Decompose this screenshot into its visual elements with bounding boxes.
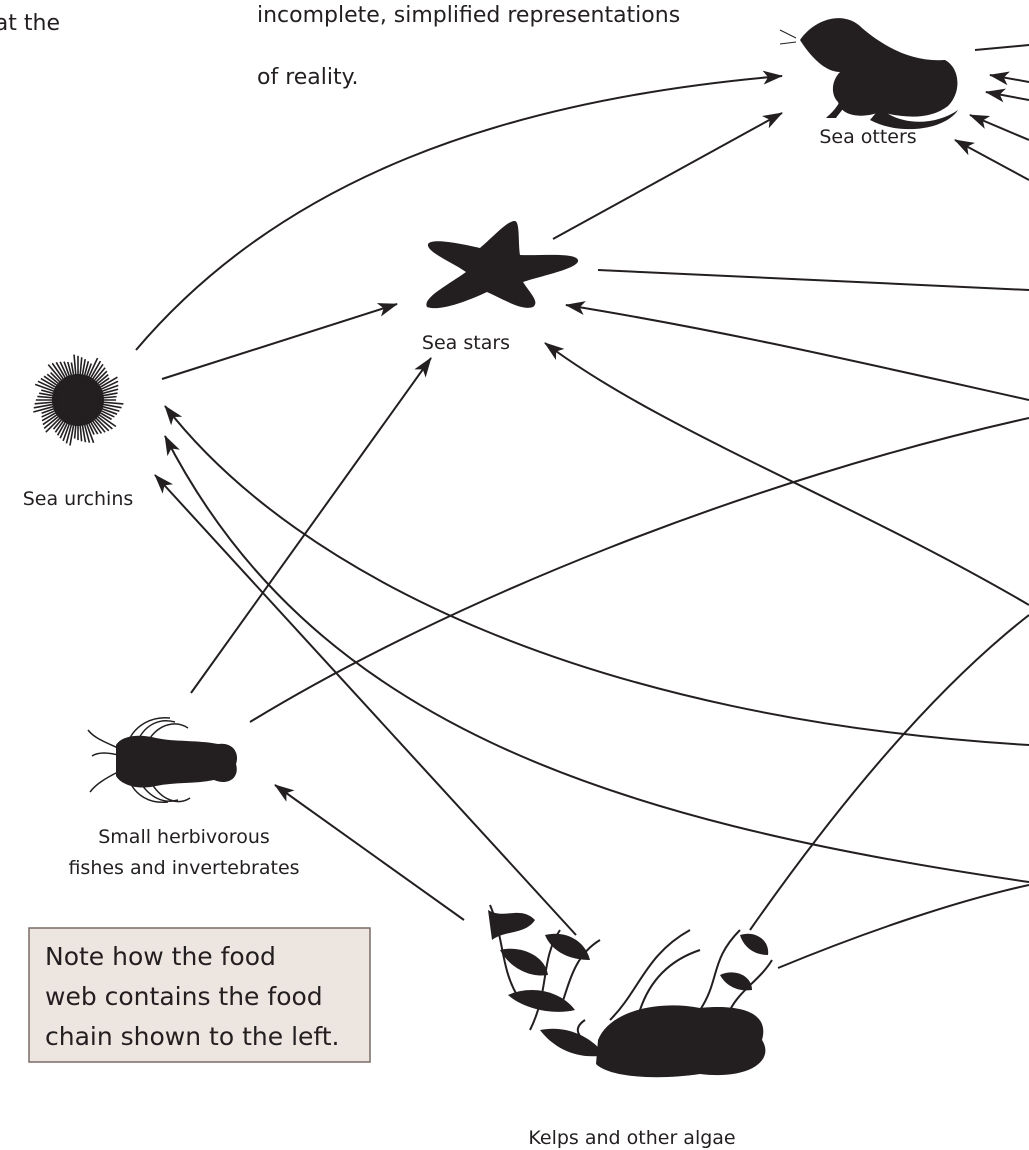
arrow-herbivores-to-right xyxy=(250,418,1029,722)
arrow-right-to-otters-1 xyxy=(990,75,1029,82)
arrow-stars-to-otters xyxy=(553,113,782,239)
arrow-stars-to-right xyxy=(598,270,1029,290)
arrow-kelps-to-right-lower xyxy=(778,885,1029,968)
label-sea-stars: Sea stars xyxy=(422,332,510,354)
note-box: Note how the food web contains the food … xyxy=(29,928,370,1062)
arrow-right-to-stars-b xyxy=(545,343,1029,605)
arrow-kelps-to-right-upper xyxy=(750,615,1029,930)
arrow-otters-to-right xyxy=(975,45,1029,50)
label-sea-otters: Sea otters xyxy=(819,126,916,148)
food-web-arrows xyxy=(136,45,1029,968)
lobster-icon xyxy=(88,718,237,803)
label-small-herbivores-line-2: fishes and invertebrates xyxy=(68,857,299,879)
label-small-herbivores-line-1: Small herbivorous xyxy=(98,826,270,848)
arrow-urchins-to-otters xyxy=(136,76,782,350)
label-sea-urchins: Sea urchins xyxy=(23,488,134,510)
arrow-urchins-to-stars xyxy=(162,304,397,379)
arrow-right-to-urchins-a xyxy=(165,406,1029,745)
arrow-right-to-otters-3 xyxy=(970,115,1029,140)
note-line-2: web contains the food xyxy=(45,982,323,1011)
intro-line-1: incomplete, simplified representations xyxy=(257,3,680,28)
sea-otter-icon xyxy=(780,18,958,129)
arrow-right-to-urchins-b xyxy=(165,436,1029,882)
sea-urchin-icon xyxy=(33,355,123,446)
intro-left-fragment: s at the xyxy=(0,11,60,36)
arrow-kelps-to-herbivores xyxy=(275,785,464,920)
arrow-right-to-otters-2 xyxy=(986,92,1029,100)
sea-star-icon xyxy=(426,221,578,308)
intro-line-2: of reality. xyxy=(257,65,359,90)
arrow-right-to-stars-a xyxy=(566,305,1029,400)
note-line-3: chain shown to the left. xyxy=(45,1022,340,1051)
note-line-1: Note how the food xyxy=(45,942,276,971)
arrow-right-to-otters-4 xyxy=(955,140,1029,180)
kelp-algae-icon xyxy=(488,905,772,1077)
label-kelps: Kelps and other algae xyxy=(528,1127,735,1149)
